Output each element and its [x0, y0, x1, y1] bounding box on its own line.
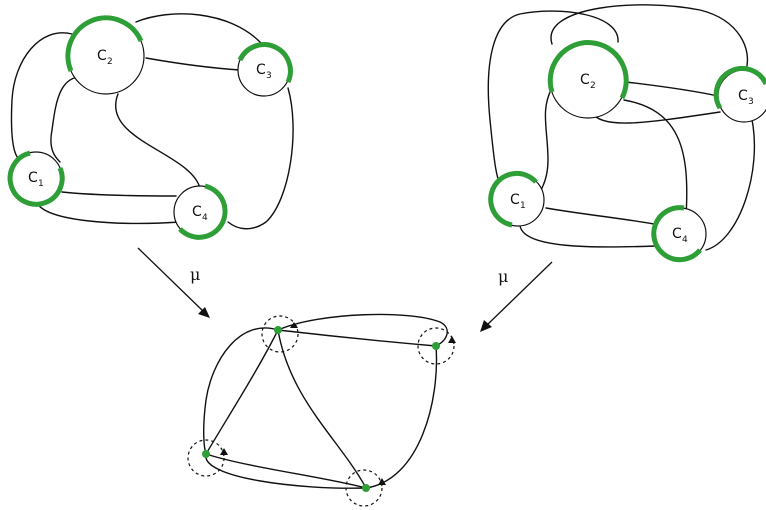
vertex-dot [202, 450, 210, 458]
right-strand-inner-loop [487, 10, 619, 185]
left-strand-c2-c3-bottom [145, 57, 241, 71]
orientation-arrow-icon [378, 478, 386, 485]
right-c2-label: C [580, 72, 590, 88]
left-circle-c1: C 1 [7, 150, 65, 207]
orientation-arrow-icon [290, 322, 298, 328]
right-strand-top-loop [550, 4, 749, 71]
left-c3-subscript: 3 [266, 71, 272, 81]
left-diagram: C 2 C 3 C 1 C 4 [7, 13, 294, 240]
right-c4-green-arc [651, 205, 702, 263]
right-c1-subscript: 1 [520, 201, 526, 211]
vertex-d [345, 469, 386, 507]
right-c3-label: C [738, 88, 748, 104]
left-c2-label: C [97, 48, 107, 64]
vertex-a [261, 315, 299, 353]
orientation-arrow-icon [220, 448, 228, 455]
right-circle-c3: C 3 [713, 66, 766, 123]
edge-b-d [365, 345, 438, 489]
left-c1-subscript: 1 [38, 179, 44, 189]
vertex-c [187, 439, 228, 477]
left-strand-c2-c1-inner [50, 76, 93, 163]
left-c2-green-arc [65, 15, 144, 72]
left-strands [10, 13, 294, 230]
right-c3-green-arc [713, 66, 766, 110]
bottom-edges [203, 313, 448, 489]
vertex-dot [432, 342, 440, 350]
left-c3-green-arc [237, 42, 293, 84]
right-circle-c4: C 4 [651, 205, 707, 263]
arrowhead-icon [198, 307, 210, 318]
left-strand-c1-c4-bottom [35, 199, 181, 225]
right-strands [487, 4, 756, 251]
right-c2-green-arc [547, 40, 629, 100]
left-strand-c2-c4-diag [115, 93, 201, 189]
left-c2-subscript: 2 [107, 57, 113, 67]
right-strand-c1-c4-bottom [519, 221, 657, 248]
left-c1-green-arc [7, 150, 65, 207]
right-strand-c3-c4 [705, 119, 756, 251]
edge-c-d-top [205, 453, 367, 489]
right-strand-c2-c1 [539, 87, 553, 193]
right-c1-green-arc [488, 170, 538, 228]
edge-a-b-inner [277, 329, 437, 347]
vertex-dot [362, 484, 370, 492]
map-label-right: μ [498, 267, 508, 286]
right-c4-subscript: 4 [682, 235, 688, 245]
vertex-b [417, 327, 456, 365]
right-c2-subscript: 2 [590, 81, 596, 91]
right-circle-c2: C 2 [547, 40, 629, 119]
right-diagram: C 2 C 3 C 1 C 4 [487, 4, 766, 263]
edge-c-d-bottom [205, 453, 367, 489]
map-label-left: μ [190, 265, 200, 284]
left-strand-c2-c1-outer [10, 32, 73, 161]
left-c4-label: C [192, 204, 202, 220]
right-c4-label: C [672, 226, 682, 242]
map-arrow-left: μ [137, 247, 210, 318]
right-strand-c2-c4 [623, 99, 688, 217]
map-arrow-right: μ [480, 261, 553, 332]
edge-a-c-inner [205, 329, 279, 455]
left-c4-green-arc [178, 183, 228, 240]
left-circle-c3: C 3 [237, 42, 293, 97]
edge-a-d [277, 329, 367, 489]
left-c3-label: C [256, 62, 266, 78]
left-strand-c2-c3-top [135, 13, 263, 45]
bottom-graph [187, 313, 456, 507]
orientation-arrow-icon [448, 336, 456, 343]
left-strand-c3-c4-right [227, 87, 294, 230]
arrowhead-icon [480, 320, 492, 332]
vertex-dot [274, 326, 282, 334]
left-circle-c2: C 2 [65, 15, 145, 95]
edge-a-c-outer [203, 327, 279, 455]
left-c4-subscript: 4 [202, 213, 208, 223]
right-strand-c2-c3 [625, 81, 719, 97]
right-circle-c1: C 1 [488, 170, 545, 228]
right-c3-subscript: 3 [748, 97, 754, 107]
left-strand-c1-c4-top [61, 191, 177, 197]
left-circle-c4: C 4 [173, 183, 228, 240]
right-strand-c1-c4-top [545, 207, 655, 225]
edge-a-b-top [277, 313, 448, 347]
left-c1-label: C [28, 170, 38, 186]
right-c1-label: C [510, 192, 520, 208]
